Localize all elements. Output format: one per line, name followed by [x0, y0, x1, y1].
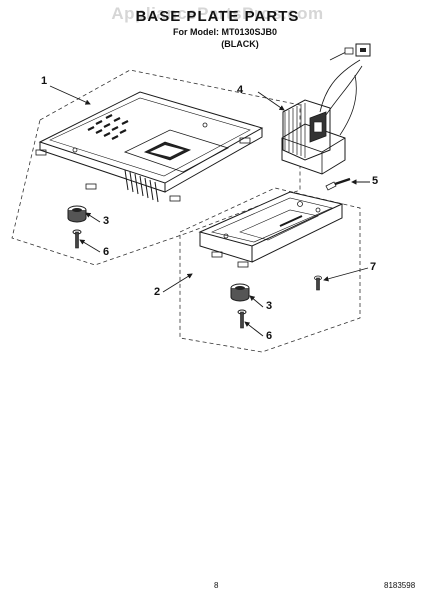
callout-3-lower: 3: [266, 300, 273, 312]
callout-2: 2: [154, 286, 161, 298]
callout-1: 1: [41, 75, 48, 87]
callout-6-upper: 6: [103, 246, 110, 258]
screw-5: [325, 177, 351, 191]
transformer-4: [281, 43, 371, 175]
callout-4: 4: [237, 84, 244, 96]
base-plate-2: [198, 191, 344, 268]
leader-lines: [49, 85, 370, 337]
screw-6-lower: [237, 309, 247, 329]
foot-3-upper: [67, 205, 87, 223]
model-variant: (BLACK): [221, 39, 259, 49]
model-number: For Model: MT0130SJB0: [172, 27, 278, 37]
assembly-2-boundary: [179, 187, 361, 353]
callout-5: 5: [372, 175, 379, 187]
callout-3-upper: 3: [103, 215, 110, 227]
assembly-1-boundary: [11, 69, 301, 266]
watermark-text: AppliancePartsPros.com: [111, 4, 324, 23]
callout-7: 7: [370, 261, 377, 273]
screw-6-upper: [72, 229, 82, 249]
diagram-title: BASE PLATE PARTS: [135, 8, 300, 25]
document-number: 8183598: [384, 581, 416, 590]
foot-3-lower: [230, 283, 250, 302]
screw-7: [314, 275, 322, 291]
base-plate-1: [35, 91, 264, 203]
page-number: 8: [214, 581, 219, 590]
callout-6-lower: 6: [266, 330, 273, 342]
